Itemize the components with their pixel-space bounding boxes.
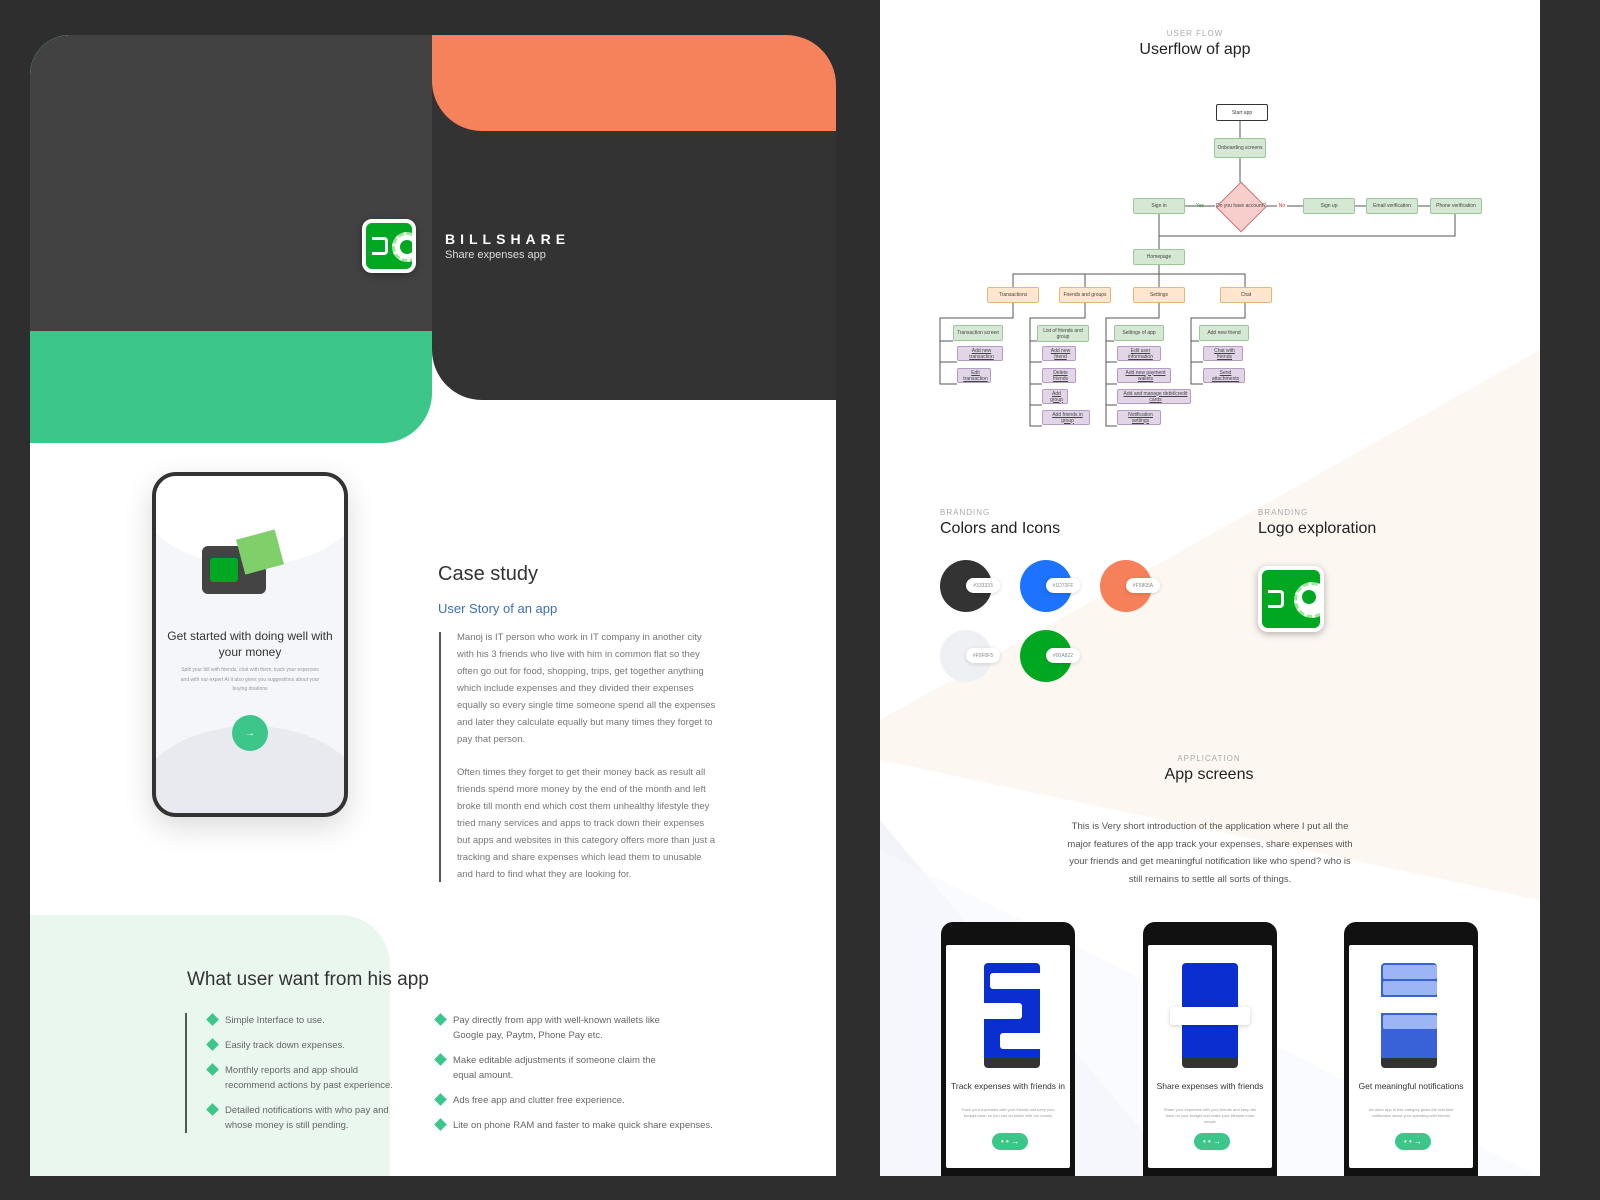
app-screen-notifications: Get meaningful notifications No other ap… [1344,922,1478,1176]
hex-label: #1D72FF [1046,578,1080,593]
flow-send-attachments: Send attachments [1203,368,1245,383]
grey-block [30,35,432,331]
branding-label: BRANDING [940,508,991,517]
design-panel: USER FLOW Userflow of app Start app Onbo… [880,0,1540,1176]
flow-add-friend: Add new friend [1042,346,1076,361]
flow-chat: Chat [1220,287,1272,303]
next-button[interactable]: → [232,715,268,751]
flow-add-friends-group: Add friends in group [1042,410,1090,425]
onboarding-title: Get started with doing well with your mo… [167,629,333,659]
story-paragraph-2: Often times they forget to get their mon… [457,767,716,880]
flow-friends: Friends and groups [1059,287,1111,303]
flow-homepage: Homepage [1133,249,1185,265]
wants-bar [185,1013,187,1133]
flow-settings-app: Settings of app [1114,325,1164,341]
flow-decision: Do you have account? [1216,203,1266,209]
userflow-label: USER FLOW [1166,29,1224,38]
want-item: Pay directly from app with well-known wa… [433,1013,673,1043]
app-intro: This is Very short introduction of the a… [1067,821,1353,885]
hex-label: #F5805A [1126,578,1160,593]
userflow-title: Userflow of app [1139,41,1251,58]
brand-tagline: Share expenses app [445,249,546,261]
screen-title: Track expenses with friends in [950,1081,1065,1091]
want-item: Lite on phone RAM and faster to make qui… [433,1118,713,1133]
want-item: Detailed notifications with who pay and … [205,1103,405,1133]
screen-desc: Share your expenses with your friends an… [1163,1107,1257,1124]
onboarding-desc: Split your bill with friends, chat with … [180,667,320,692]
flow-add-transaction: Add new transaction [957,346,1003,361]
flow-delete-friends: Delete friends [1042,368,1076,383]
hex-label: #333333 [966,578,1000,593]
flow-email: Email verification [1366,198,1418,214]
flow-connectors [939,121,1456,427]
hex-label: #F0F0F5 [966,648,1000,663]
orange-block [432,35,836,131]
flow-settings: Settings [1133,287,1185,303]
wants-left-list: Simple Interface to use. Easily track do… [205,1013,405,1133]
screen-next-button[interactable]: • • → [1395,1133,1431,1150]
flow-notification-settings: Notification settings [1117,410,1161,425]
flow-transactions: Transactions [987,287,1039,303]
case-study-title: Case study [438,563,539,585]
want-item: Monthly reports and app should recommend… [205,1063,405,1093]
flow-no: No [1277,202,1287,210]
branding-label-2: BRANDING [1258,508,1309,517]
screen-next-button[interactable]: • • → [1194,1133,1230,1150]
case-study-panel: BILLSHARE Share expenses app Get started… [30,35,836,1176]
logo-title: Logo exploration [1258,520,1377,537]
screen-title: Get meaningful notifications [1358,1081,1464,1091]
flow-chat-friends: Chat with friends [1203,346,1243,361]
screen-next-button[interactable]: • • → [992,1133,1028,1150]
want-item: Simple Interface to use. [205,1013,405,1028]
flow-signup: Sign up [1303,198,1355,214]
screen-desc: No other app in this category gives the … [1368,1107,1454,1118]
flow-start: Start app [1216,104,1268,121]
color-swatch: #F5805A [1100,560,1160,612]
app-screen-track: Track expenses with friends in Track you… [941,922,1075,1176]
flow-cards: Add and manage debit/credit cards [1117,389,1191,404]
story-paragraph-1: Manoj is IT person who work in IT compan… [457,632,716,745]
color-swatch: #1D72FF [1020,560,1080,612]
flow-add-group: Add group [1042,389,1068,404]
flow-signin: Sign in [1133,198,1185,214]
case-study-subtitle: User Story of an app [438,601,558,616]
flow-phone: Phone verification [1430,198,1482,214]
flow-new-friend: Add new friend [1199,325,1249,341]
screen-title: Share expenses with friends [1156,1081,1264,1091]
quote-bar [439,632,441,882]
flow-wallets: Add new payment wallets [1117,368,1171,383]
wants-right-list: Pay directly from app with well-known wa… [433,1013,713,1133]
billshare-logo [362,219,416,273]
color-swatch: #F0F0F5 [940,630,1000,682]
color-swatch: #00A822 [1020,630,1080,682]
want-item: Ads free app and clutter free experience… [433,1093,713,1108]
app-screens-title: App screens [1164,766,1254,783]
flow-friends-list: List of friends and group [1037,325,1089,342]
brand-name: BILLSHARE [445,231,571,247]
flow-edit-transaction: Edit transaction [957,368,991,383]
wants-title: What user want from his app [187,969,429,990]
app-screen-share: Share expenses with friends Share your e… [1143,922,1277,1176]
flow-edit-user: Edit user information [1117,346,1161,361]
application-label: APPLICATION [1177,754,1241,763]
hex-label: #00A822 [1046,648,1080,663]
flow-onboarding: Onboarding screens [1214,138,1266,158]
want-item: Easily track down expenses. [205,1038,405,1053]
onboarding-phone: Get started with doing well with your mo… [152,472,348,817]
color-swatch: #333333 [940,560,1000,612]
flow-transaction-screen: Transaction screen [953,325,1003,341]
logo-exploration [1258,566,1324,632]
screen-desc: Track your expenses with your friends an… [961,1107,1055,1118]
want-item: Make editable adjustments if someone cla… [433,1053,673,1083]
colors-title: Colors and Icons [940,520,1061,537]
flow-yes: Yes [1195,203,1205,209]
